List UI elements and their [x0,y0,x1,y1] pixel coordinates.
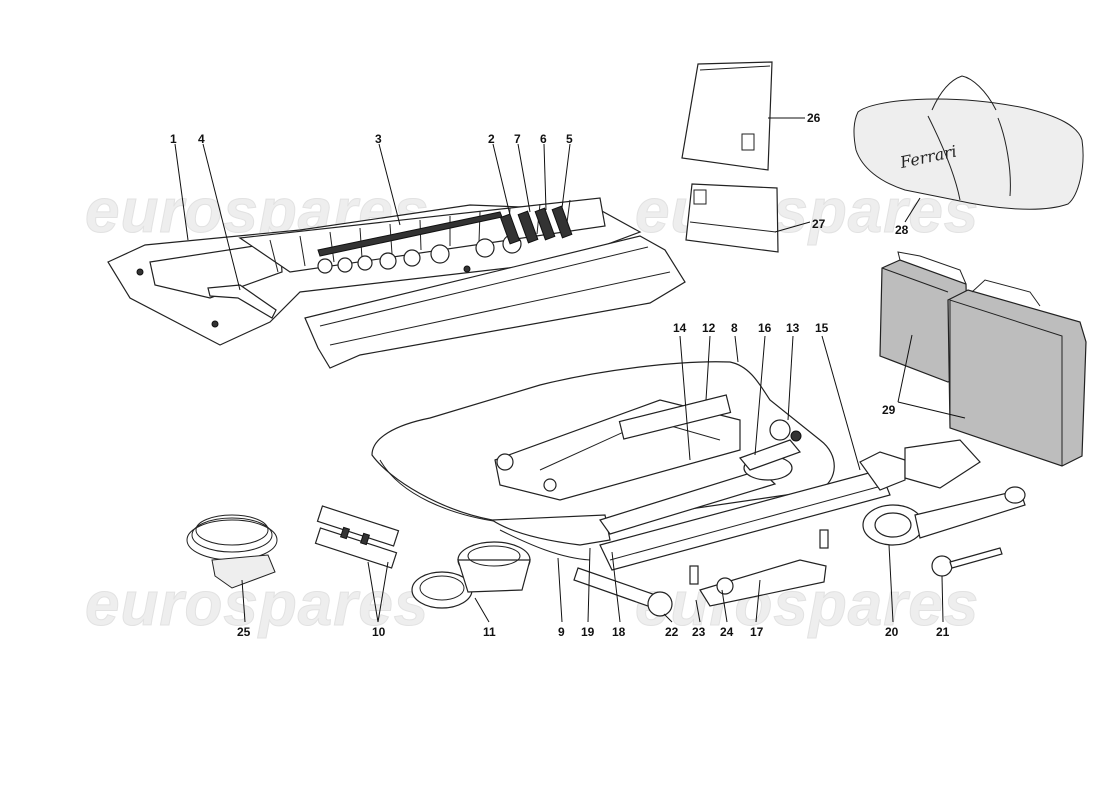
hex-key [931,547,1003,577]
callout-18: 18 [612,625,626,639]
scissor-jack [494,394,802,501]
callout-13: 13 [786,321,800,335]
callout-19: 19 [581,625,595,639]
callout-4: 4 [198,132,205,146]
service-booklet [685,183,779,253]
callout-3: 3 [375,132,382,146]
ferrari-bag: Ferrari [853,75,1084,210]
callout-labels: 1 4 3 2 7 6 5 26 28 27 14 12 8 16 13 15 … [170,111,950,639]
callout-14: 14 [673,321,687,335]
fuse-boxes [314,505,400,569]
callout-8: 8 [731,321,738,335]
spanner-22 [573,567,673,617]
wheel-brace [599,439,802,535]
callout-28: 28 [895,223,909,237]
screwdriver-set [499,205,573,245]
callout-27: 27 [812,217,826,231]
cable-coil [186,514,278,589]
tow-bar [599,439,981,585]
callout-5: 5 [566,132,573,146]
watermark-top-left: eurospares [85,177,429,246]
callout-15: 15 [815,321,829,335]
owners-manual [681,61,773,171]
callout-17: 17 [750,625,764,639]
callout-23: 23 [692,625,706,639]
callout-21: 21 [936,625,950,639]
callout-11: 11 [483,625,496,639]
callout-24: 24 [720,625,734,639]
callout-25: 25 [237,625,251,639]
leader-lines [174,117,966,623]
callout-1: 1 [170,132,177,146]
ratchet-handle [699,559,827,607]
callout-2: 2 [488,132,495,146]
watermark-bottom-left: eurospares [85,570,429,639]
callout-29: 29 [882,403,896,417]
pliers [207,284,277,319]
callout-7: 7 [514,132,521,146]
callout-9: 9 [558,625,565,639]
callout-26: 26 [807,111,821,125]
callout-22: 22 [665,625,679,639]
callout-20: 20 [885,625,899,639]
callout-6: 6 [540,132,547,146]
ring-spanner [862,486,1026,546]
luggage-set [879,251,1087,467]
callout-10: 10 [372,625,386,639]
tool-roll [107,197,686,369]
callout-12: 12 [702,321,716,335]
bulb-kit [411,541,531,609]
callout-16: 16 [758,321,772,335]
